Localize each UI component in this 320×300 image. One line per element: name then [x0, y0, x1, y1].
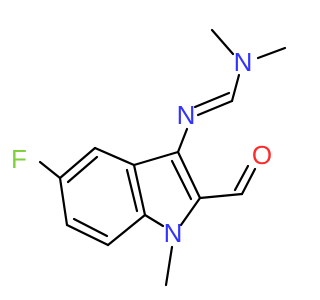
- bond-c8-c8a: [106, 213, 147, 247]
- bond-layer: [38, 28, 287, 287]
- bond-n-amine-methyl-left: [210, 28, 235, 56]
- atom-layer: F N N N O: [11, 47, 272, 248]
- fluorine-atom-label: F: [11, 144, 27, 174]
- ring-nitrogen-label: N: [164, 218, 183, 248]
- bond-c7-c8: [65, 223, 110, 247]
- bond-c5-c6: [58, 146, 97, 180]
- bond-n-amine-methyl-right: [256, 46, 287, 60]
- bond-c8a-c3a: [132, 163, 147, 217]
- bond-c-o-double: [233, 164, 250, 192]
- bond-n-imine-ch-double: [193, 91, 231, 109]
- bond-c4-c5: [93, 146, 136, 167]
- bond-c2-n1: [179, 196, 202, 227]
- bond-c3-c2: [176, 150, 202, 200]
- amine-nitrogen-label: N: [234, 47, 253, 77]
- bond-c6-f: [38, 160, 62, 180]
- bond-c5-c6-inner: [66, 155, 99, 184]
- bond-c7-c8-inner: [72, 217, 109, 238]
- imine-nitrogen-label: N: [177, 100, 196, 130]
- bond-c6-c7: [58, 176, 69, 227]
- bond-c8a-c3a-inner: [125, 168, 139, 213]
- bond-n1-methyl: [164, 245, 174, 287]
- bond-n1-c8a: [143, 213, 165, 228]
- bond-c3-n-imine: [176, 127, 189, 154]
- bond-ch-n-amine: [230, 73, 241, 103]
- bond-c3-c2-inner: [170, 159, 193, 201]
- molecule-diagram: F N N N O: [11, 28, 287, 287]
- bond-n-imine-ch: [196, 99, 234, 117]
- bond-c-o: [240, 167, 257, 196]
- bond-c2-cho: [198, 192, 244, 200]
- bond-c3a-c3: [132, 150, 180, 167]
- carbonyl-oxygen-label: O: [252, 140, 272, 170]
